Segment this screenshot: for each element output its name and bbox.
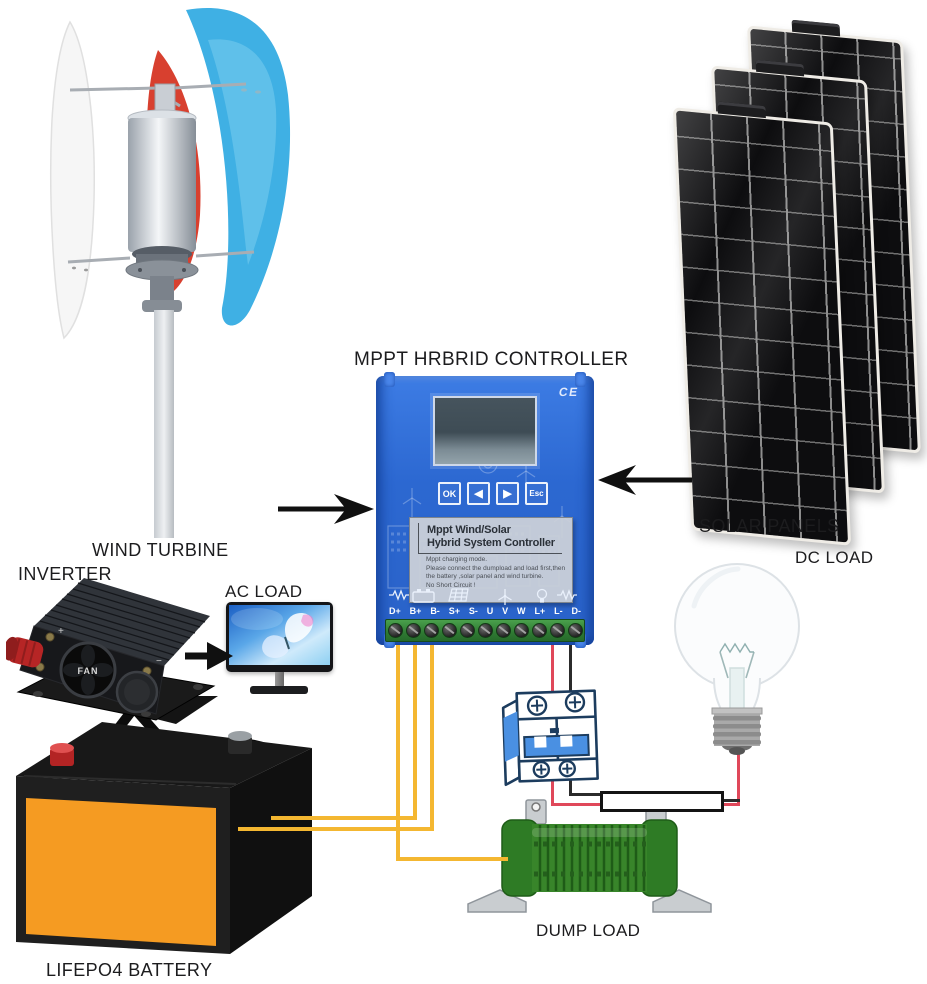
arrow-wind-to-controller [278, 494, 374, 524]
circuit-breaker-image [501, 689, 599, 787]
monitor-bezel [226, 602, 333, 672]
wire-battery-negative-vertical [430, 640, 434, 830]
panel-title-line2: Hybrid System Controller [427, 537, 555, 550]
wire-dump-positive-horizontal [396, 857, 508, 861]
light-bulb-image [674, 563, 800, 755]
solar-panels-image [672, 19, 927, 546]
terminal-screw [495, 623, 511, 638]
dc-load-label: DC LOAD [795, 548, 874, 567]
inverter-minus-mark: − [156, 656, 162, 667]
turbine-pole [154, 310, 174, 538]
terminal-block [385, 619, 585, 642]
turbine-icon [498, 589, 512, 605]
monitor-stand-neck [275, 672, 284, 686]
battery-icon [412, 589, 435, 603]
terminal-label: D+ [389, 606, 401, 616]
mount-tab [575, 372, 586, 387]
terminal-label: V [502, 606, 509, 616]
fan-label: FAN [78, 666, 99, 676]
butterfly-graphic [262, 613, 314, 659]
esc-button[interactable]: Esc [525, 482, 548, 505]
wire-fuse-to-bulb [720, 799, 740, 802]
bulb-filament [719, 642, 754, 654]
arrow-solar-to-controller [598, 465, 692, 495]
solar-panel-front [672, 101, 852, 546]
terminal-screw [513, 623, 529, 638]
terminal-label: D- [571, 606, 581, 616]
battery-terminal-positive [50, 743, 74, 766]
dump-load-image [467, 799, 712, 913]
inverter-label: INVERTER [18, 564, 112, 584]
left-arrow-button[interactable]: ◀ [467, 482, 490, 505]
inverter-positive-terminal [6, 636, 44, 668]
bulb-icon [536, 588, 548, 603]
turbine-blade-white [50, 20, 95, 340]
inverter-plus-mark: + [58, 626, 64, 637]
battery-front-panel [26, 798, 216, 946]
inline-fuse [600, 791, 724, 812]
terminal-labels: D+ B+ B- S+ S- U V W L+ L- D- [389, 606, 581, 616]
terminal-screw [477, 623, 493, 638]
monitor-image [226, 602, 333, 698]
wind-turbine-image [50, 8, 291, 538]
terminal-label: B- [430, 606, 440, 616]
battery-terminal-negative [228, 731, 252, 754]
ok-button[interactable]: OK [438, 482, 461, 505]
diagram-title: MPPT HRBRID CONTROLLER [354, 349, 629, 370]
inverter-fan: FAN [59, 641, 117, 699]
wire-bulb-lead [737, 750, 740, 806]
terminal-screw [405, 623, 421, 638]
panel-note: Please connect the dumpload and load fir… [426, 564, 566, 572]
terminal-label: B+ [409, 606, 422, 616]
controller-lcd-screen [433, 396, 537, 466]
terminal-screw [531, 623, 547, 638]
bulb-screw-base [713, 714, 761, 755]
terminal-label: S- [468, 606, 478, 616]
terminal-screw [423, 623, 439, 638]
monitor-stand-base [250, 686, 308, 694]
wire-battery-negative-horizontal [238, 827, 434, 831]
panel-bracket [791, 19, 841, 37]
terminal-screw [441, 623, 457, 638]
wire-load-negative-horizontal [569, 793, 604, 796]
inverter-knob [115, 670, 159, 714]
terminal-screw [459, 623, 475, 638]
terminal-screw [387, 623, 403, 638]
resistor-icon [389, 589, 409, 601]
arrow-inverter-to-acload [185, 642, 233, 670]
solar-panels-label: SOLAR PANELS [699, 516, 840, 536]
terminal-screw [567, 623, 583, 638]
terminal-screw [549, 623, 565, 638]
wire-battery-positive-vertical [413, 640, 417, 820]
ce-mark: CE [558, 385, 581, 399]
right-arrow-button[interactable]: ▶ [496, 482, 519, 505]
inverter-image: + − FAN [6, 578, 216, 721]
dump-load-label: DUMP LOAD [536, 921, 641, 940]
terminal-label: S+ [448, 606, 460, 616]
solar-icon [448, 588, 469, 602]
panel-note: No Short Circuit ! [426, 581, 476, 589]
battery-label: LIFEPO4 BATTERY [46, 960, 213, 980]
mppt-controller-image: CE OK ◀ ▶ Esc Mppt Wind/Solar Hybrid Sys… [376, 372, 594, 648]
terminal-label: L- [554, 606, 563, 616]
turbine-generator [128, 118, 196, 252]
controller-label-panel: Mppt Wind/Solar Hybrid System Controller… [409, 517, 573, 603]
terminal-label: W [517, 606, 526, 616]
mount-tab [384, 372, 395, 387]
panel-note: Mppt charging mode. [426, 556, 488, 564]
wind-turbine-label: WIND TURBINE [92, 540, 229, 560]
ac-load-label: AC LOAD [225, 582, 303, 601]
terminal-label: U [486, 606, 494, 616]
wire-battery-positive-horizontal [271, 816, 417, 820]
resistor-icon [557, 589, 577, 601]
monitor-screen [229, 605, 330, 665]
wire-dump-positive-vertical [396, 640, 400, 861]
panel-title-line1: Mppt Wind/Solar [427, 524, 511, 536]
panel-note: the battery ,solar panel and wind turbin… [426, 573, 544, 581]
terminal-label: L+ [534, 606, 546, 616]
battery-image [16, 696, 312, 954]
